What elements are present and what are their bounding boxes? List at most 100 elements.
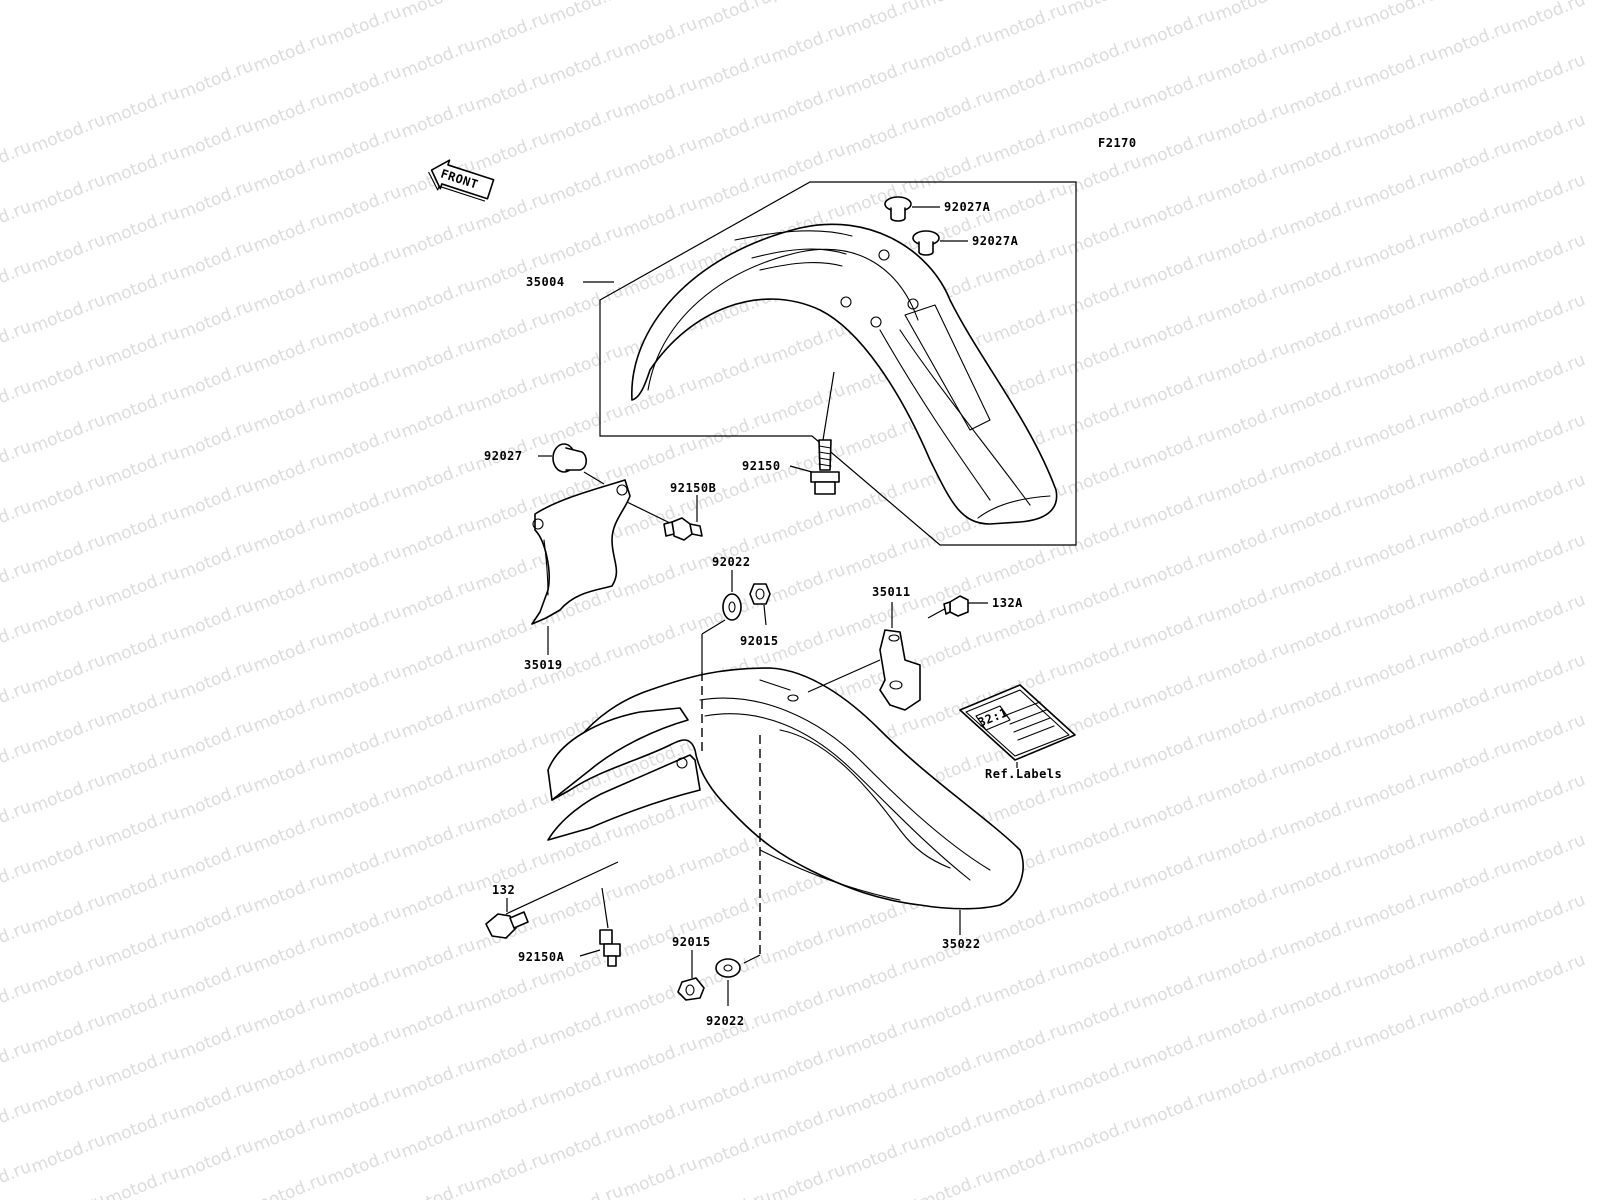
watermark-text: motod.ru bbox=[398, 0, 478, 23]
watermark-text: motod.ru bbox=[1508, 710, 1588, 758]
watermark-text: motod.ru bbox=[0, 617, 34, 665]
watermark-text: motod.ru bbox=[1286, 791, 1366, 839]
watermark-text: motod.ru bbox=[250, 569, 330, 617]
grommet-92027 bbox=[552, 443, 588, 473]
watermark-text: motod.ru bbox=[694, 167, 774, 215]
watermark-text: motod.ru bbox=[324, 122, 404, 170]
watermark-text: motod.ru bbox=[620, 434, 700, 482]
callout-92022-bottom: 92022 bbox=[706, 1014, 745, 1028]
watermark-text: motod.ru bbox=[546, 161, 626, 209]
watermark-text: motod.ru bbox=[1360, 884, 1440, 932]
watermark-text: motod.ru bbox=[176, 416, 256, 464]
watermark-text: motod.ru bbox=[0, 497, 34, 545]
watermark-text: motod.ru bbox=[324, 1082, 404, 1130]
watermark-text: motod.ru bbox=[250, 1049, 330, 1097]
watermark-text: motod.ru bbox=[546, 221, 626, 269]
watermark-text: motod.ru bbox=[694, 347, 774, 395]
watermark-text: motod.ru bbox=[1064, 1052, 1144, 1100]
watermark-text: motod.ru bbox=[472, 668, 552, 716]
watermark-text: motod.ru bbox=[620, 14, 700, 62]
watermark-text: motod.ru bbox=[176, 776, 256, 824]
watermark-text: motod.ru bbox=[176, 236, 256, 284]
watermark-text: motod.ru bbox=[620, 74, 700, 122]
watermark-text: motod.ru bbox=[768, 620, 848, 668]
watermark-text: motod.ru bbox=[1286, 851, 1366, 899]
watermark-text: motod.ru bbox=[472, 968, 552, 1016]
watermark-text: motod.ru bbox=[1138, 365, 1218, 413]
watermark-text: motod.ru bbox=[250, 389, 330, 437]
watermark-text: motod.ru bbox=[1360, 524, 1440, 572]
watermark-text: motod.ru bbox=[250, 449, 330, 497]
watermark-text: motod.ru bbox=[102, 863, 182, 911]
watermark-text: motod.ru bbox=[398, 35, 478, 83]
watermark-text: motod.ru bbox=[1212, 638, 1292, 686]
watermark-text: motod.ru bbox=[28, 890, 108, 938]
watermark-text: motod.ru bbox=[842, 473, 922, 521]
watermark-text: motod.ru bbox=[472, 788, 552, 836]
watermark-text: motod.ru bbox=[1212, 818, 1292, 866]
watermark-text: motod.ru bbox=[102, 803, 182, 851]
watermark-text: motod.ru bbox=[1434, 377, 1514, 425]
watermark-text: motod.ru bbox=[28, 470, 108, 518]
watermark-text: motod.ru bbox=[250, 509, 330, 557]
watermark-text: motod.ru bbox=[768, 320, 848, 368]
watermark-text: motod.ru bbox=[842, 1013, 922, 1061]
bracket-35019 bbox=[531, 479, 631, 625]
watermark-text: motod.ru bbox=[28, 590, 108, 638]
watermark-text: motod.ru bbox=[768, 920, 848, 968]
watermark-text: motod.ru bbox=[250, 749, 330, 797]
watermark-text: motod.ru bbox=[916, 1046, 996, 1094]
watermark-text: motod.ru bbox=[546, 41, 626, 89]
watermark-text: motod.ru bbox=[398, 1115, 478, 1163]
watermark-text: motod.ru bbox=[1360, 824, 1440, 872]
callout-35011: 35011 bbox=[872, 585, 911, 599]
watermark-text: motod.ru bbox=[250, 809, 330, 857]
watermark-text: motod.ru bbox=[102, 983, 182, 1031]
watermark-text: motod.ru bbox=[176, 296, 256, 344]
watermark-text: motod.ru bbox=[0, 737, 34, 785]
watermark-text: motod.ru bbox=[842, 953, 922, 1001]
watermark-text: motod.ru bbox=[324, 722, 404, 770]
watermark-text: motod.ru bbox=[916, 86, 996, 134]
watermark-text: motod.ru bbox=[28, 530, 108, 578]
washer-92022-bottom bbox=[715, 958, 741, 978]
watermark-text: motod.ru bbox=[1434, 0, 1514, 5]
watermark-text: motod.ru bbox=[102, 503, 182, 551]
watermark-text: motod.ru bbox=[28, 110, 108, 158]
bolt-92150 bbox=[810, 439, 840, 495]
watermark-text: motod.ru bbox=[1360, 644, 1440, 692]
watermark-text: motod.ru bbox=[1360, 284, 1440, 332]
watermark-text: motod.ru bbox=[620, 194, 700, 242]
watermark-text: motod.ru bbox=[1360, 944, 1440, 992]
watermark-text: motod.ru bbox=[472, 1028, 552, 1076]
watermark-text: motod.ru bbox=[1064, 92, 1144, 140]
watermark-text: motod.ru bbox=[1508, 770, 1588, 818]
watermark-text: motod.ru bbox=[250, 629, 330, 677]
watermark-text: motod.ru bbox=[1360, 0, 1440, 32]
watermark-text: motod.ru bbox=[176, 176, 256, 224]
watermark-text: motod.ru bbox=[1138, 785, 1218, 833]
watermark-text: motod.ru bbox=[620, 1094, 700, 1142]
watermark-text: motod.ru bbox=[250, 269, 330, 317]
grommet-92027A-2 bbox=[912, 230, 940, 256]
watermark-text: motod.ru bbox=[176, 476, 256, 524]
watermark-text: motod.ru bbox=[0, 377, 34, 425]
watermark-text: motod.ru bbox=[28, 170, 108, 218]
watermark-text: motod.ru bbox=[176, 656, 256, 704]
watermark-text: motod.ru bbox=[28, 950, 108, 998]
watermark-text: motod.ru bbox=[398, 815, 478, 863]
watermark-text: motod.ru bbox=[176, 956, 256, 1004]
watermark-text: motod.ru bbox=[842, 0, 922, 41]
watermark-text: motod.ru bbox=[472, 308, 552, 356]
watermark-text: motod.ru bbox=[1508, 470, 1588, 518]
watermark-text: motod.ru bbox=[324, 242, 404, 290]
watermark-text: motod.ru bbox=[1286, 191, 1366, 239]
watermark-text: motod.ru bbox=[176, 56, 256, 104]
watermark-text: motod.ru bbox=[176, 716, 256, 764]
watermark-text: motod.ru bbox=[694, 0, 774, 35]
watermark-text: motod.ru bbox=[546, 1181, 626, 1200]
watermark-text: motod.ru bbox=[250, 1169, 330, 1200]
watermark-text: motod.ru bbox=[176, 896, 256, 944]
watermark-text: motod.ru bbox=[1434, 197, 1514, 245]
